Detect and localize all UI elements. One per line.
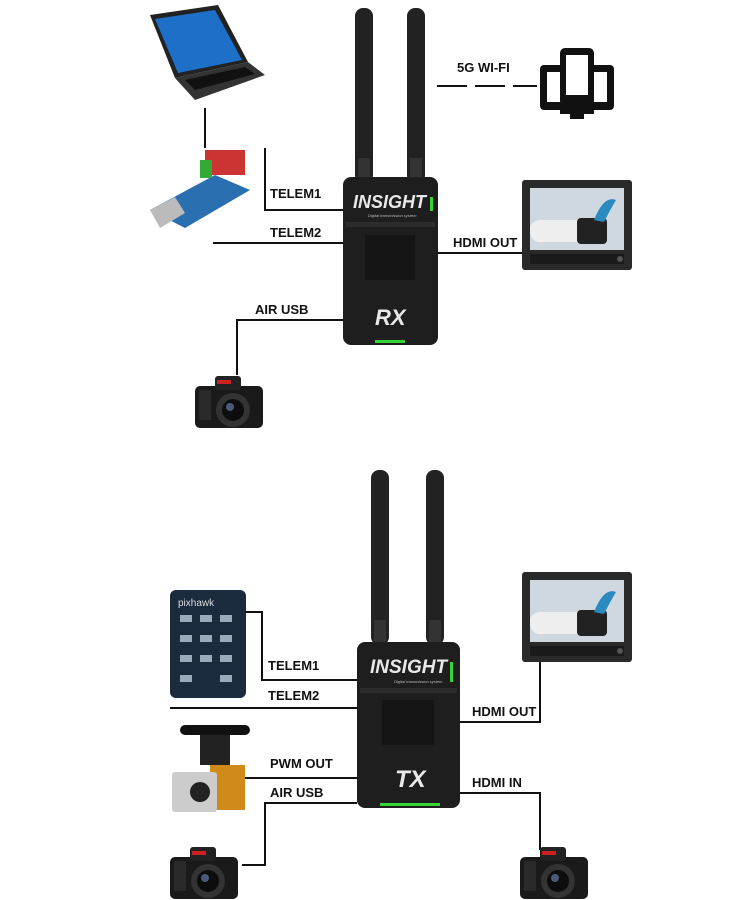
rx-telem2-label: TELEM2 [270,225,321,240]
wifi-label: 5G WI-FI [457,60,510,75]
tx-telem1-wire [245,611,357,681]
tx-hdmi-in-wire [460,792,541,850]
tx-camera-left [170,847,238,899]
tx-hdmi-out-wire [460,662,541,723]
tx-brand: INSIGHT [370,657,448,678]
rx-hdmi-label: HDMI OUT [453,235,517,250]
tx-telem1-label: TELEM1 [268,658,319,673]
rx-telem1-wire [264,148,343,211]
tx-airusb-wire [242,802,357,866]
tx-monitor [522,572,632,662]
tx-telem2-label: TELEM2 [268,688,319,703]
rx-monitor [522,180,632,270]
rx-airusb-label: AIR USB [255,302,308,317]
usb-adapter [150,150,250,228]
pixhawk-controller: pixhawk [170,590,246,698]
tx-model: TX [395,766,428,793]
rx-antennas [355,8,425,183]
laptop [150,5,265,100]
tx-device: INSIGHT Digital transmission system TX [357,642,460,808]
tx-pwm-label: PWM OUT [270,756,333,771]
rx-device: INSIGHT Digital transmission system RX [343,177,438,345]
pixhawk-logo: pixhawk [178,598,215,609]
rx-telem1-label: TELEM1 [270,186,321,201]
tx-hdmi-in-label: HDMI IN [472,775,522,790]
rx-brand: INSIGHT [353,192,428,212]
phone-monitor-icon [540,48,614,119]
tx-airusb-label: AIR USB [270,785,323,800]
rx-camera [195,376,263,428]
tx-antennas [371,470,444,645]
tx-subtitle: Digital transmission system [394,679,443,684]
tx-hdmi-out-label: HDMI OUT [472,704,536,719]
rx-airusb-wire [236,319,343,375]
rx-subtitle: Digital transmission system [368,213,417,218]
gimbal-camera [172,725,250,812]
tx-camera-right [520,847,588,899]
rx-model: RX [375,305,407,330]
